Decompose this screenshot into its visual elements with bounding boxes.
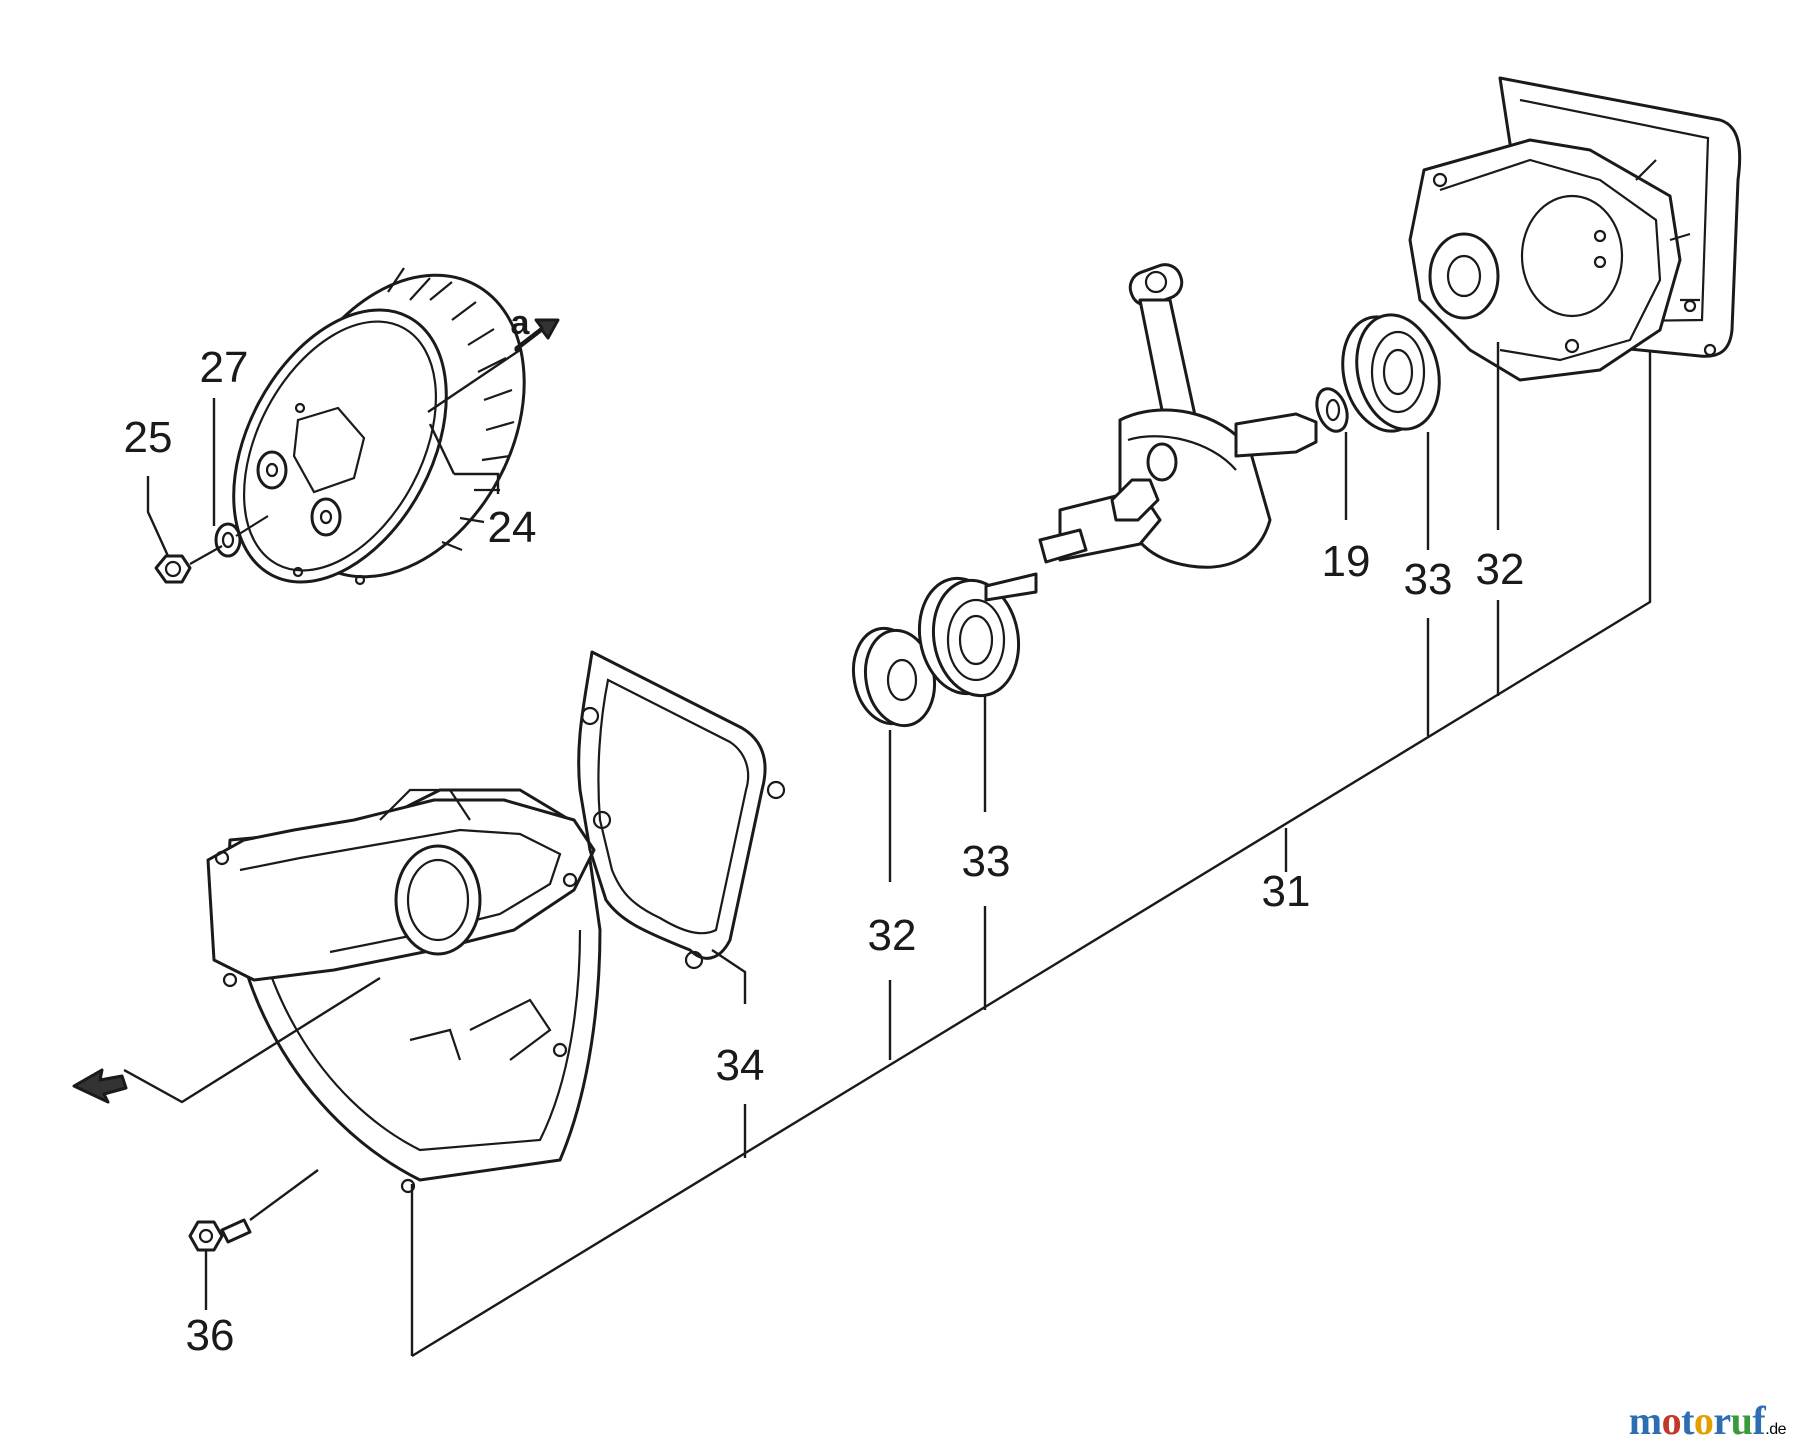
watermark-letters: motoruf xyxy=(1629,1398,1766,1443)
callout-25: 25 xyxy=(124,413,173,462)
arrow-label-a: a xyxy=(511,304,531,342)
crankcase-left-half xyxy=(206,788,602,1194)
callout-31: 31 xyxy=(1262,867,1311,916)
gasket-part xyxy=(577,650,786,970)
callout-19: 19 xyxy=(1322,537,1371,586)
watermark-letter: o xyxy=(1661,1398,1682,1443)
oil-seal-part-left xyxy=(851,626,937,728)
watermark-letter: m xyxy=(1628,1398,1662,1443)
crankshaft-part xyxy=(984,263,1318,602)
direction-arrow-a: a xyxy=(511,304,560,352)
bearing-part-left xyxy=(917,576,1021,698)
leader-lines xyxy=(146,342,1652,1358)
callout-32-lower: 32 xyxy=(868,911,917,960)
watermark-suffix: .de xyxy=(1765,1421,1786,1438)
thrust-washer-part xyxy=(1315,387,1349,433)
direction-arrow-left xyxy=(72,976,381,1104)
watermark-letter: f xyxy=(1752,1398,1766,1443)
callout-27: 27 xyxy=(200,343,249,392)
bolt-part xyxy=(188,1169,319,1252)
nut-part xyxy=(154,554,192,584)
callout-36: 36 xyxy=(186,1311,235,1360)
bearing-part-right xyxy=(1341,313,1441,433)
callout-33-lower: 33 xyxy=(962,837,1011,886)
callout-32-upper: 32 xyxy=(1476,545,1525,594)
callout-33-upper: 33 xyxy=(1404,555,1453,604)
watermark-letter: r xyxy=(1713,1398,1731,1443)
crankcase-right-half xyxy=(1408,76,1742,382)
watermark-letter: o xyxy=(1693,1398,1714,1443)
callout-34: 34 xyxy=(716,1041,765,1090)
watermark-letter: u xyxy=(1730,1398,1753,1443)
site-watermark: motoruf.de xyxy=(1629,1397,1787,1444)
flywheel-part xyxy=(232,267,526,586)
washer-part xyxy=(214,522,242,558)
watermark-letter: t xyxy=(1681,1398,1694,1443)
callout-24: 24 xyxy=(488,503,537,552)
callout-labels: 25 27 24 19 33 32 33 32 31 34 36 xyxy=(124,343,1525,1360)
